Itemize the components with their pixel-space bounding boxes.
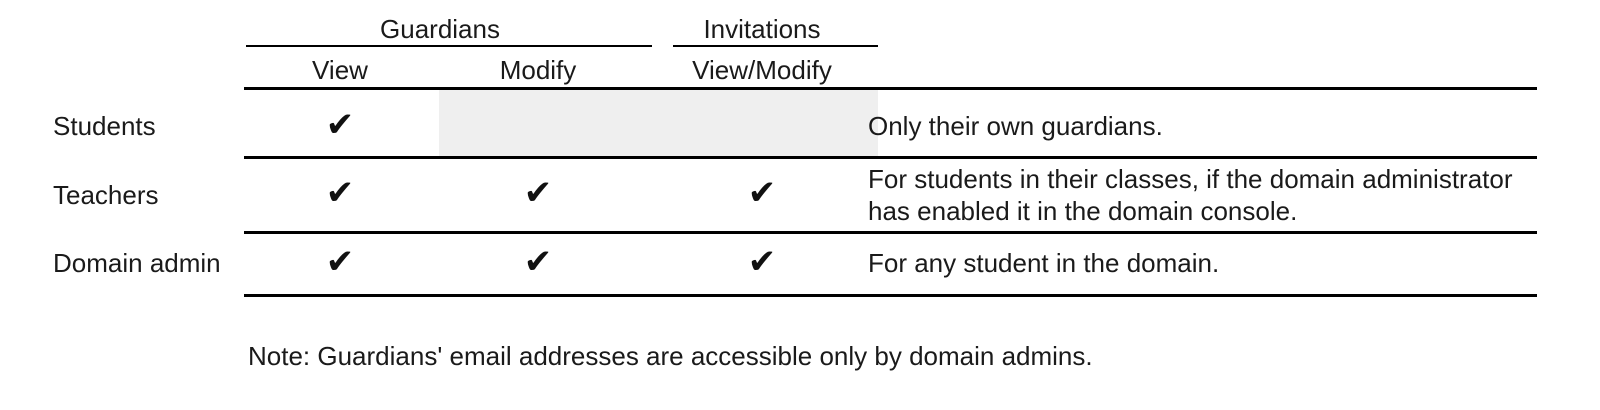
table-rule-bottom xyxy=(244,294,1537,297)
table-rule-after-students xyxy=(244,156,1537,159)
check-mark-icon: ✔ xyxy=(523,173,553,213)
table-rule-after-teachers xyxy=(244,231,1537,234)
check-mark-icon: ✔ xyxy=(747,173,777,213)
column-group-header-invitations: Invitations xyxy=(703,14,821,44)
group-rule-guardians xyxy=(246,45,652,47)
check-mark-icon: ✔ xyxy=(523,242,553,282)
check-mark-icon: ✔ xyxy=(325,242,355,282)
row-label-domain-admin: Domain admin xyxy=(53,248,221,278)
row-description-teachers: For students in their classes, if the do… xyxy=(868,164,1513,226)
column-group-header-guardians: Guardians xyxy=(380,14,500,44)
check-mark-icon: ✔ xyxy=(325,173,355,213)
cell-disabled-students-modify-invitations xyxy=(439,90,878,156)
row-label-teachers: Teachers xyxy=(53,180,159,210)
column-header-view: View xyxy=(312,55,368,85)
check-mark-icon: ✔ xyxy=(325,105,355,145)
group-rule-invitations xyxy=(673,45,878,47)
check-mark-icon: ✔ xyxy=(747,242,777,282)
table-rule-top xyxy=(244,87,1537,90)
column-header-modify: Modify xyxy=(499,55,577,85)
row-label-students: Students xyxy=(53,111,156,141)
footer-note: Note: Guardians' email addresses are acc… xyxy=(248,341,1093,371)
row-description-students: Only their own guardians. xyxy=(868,111,1163,141)
column-header-view-modify: View/Modify xyxy=(692,55,832,85)
row-description-domain-admin: For any student in the domain. xyxy=(868,248,1220,278)
